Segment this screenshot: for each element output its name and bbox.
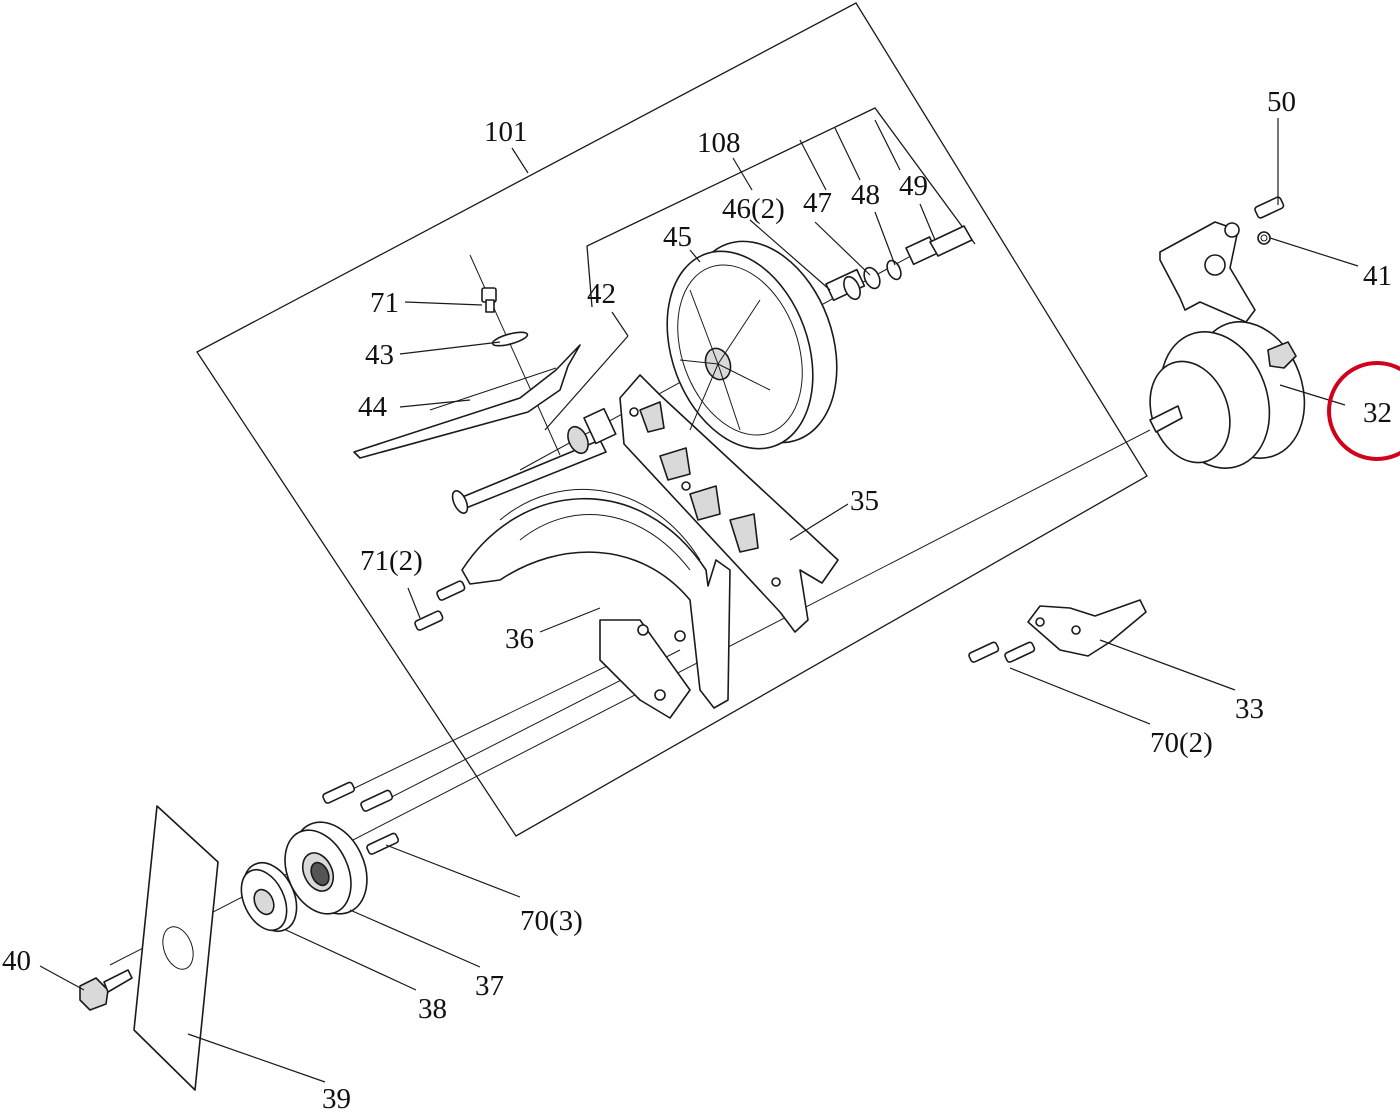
label-42: 42 [587, 278, 616, 310]
highlight-circle [1327, 361, 1400, 461]
part-41-screw [1257, 231, 1271, 245]
label-46-2: 46(2) [722, 193, 785, 225]
label-41: 41 [1363, 260, 1392, 292]
label-32: 32 [1363, 397, 1392, 429]
part-39-hole [162, 926, 194, 970]
label-48: 48 [851, 179, 880, 211]
label-35: 35 [850, 485, 879, 517]
part-46-bushing [825, 268, 866, 302]
part-71-2-screws [414, 580, 466, 631]
label-101: 101 [484, 116, 528, 148]
part-39-plate [133, 805, 219, 1091]
label-70-3: 70(3) [520, 905, 583, 937]
label-108: 108 [697, 127, 741, 159]
part-42-pivot-bolt [451, 407, 617, 514]
label-70-2: 70(2) [1150, 727, 1213, 759]
bolt-axis-line-1 [329, 649, 641, 801]
part-44-blade [353, 344, 581, 459]
label-71-2: 71(2) [360, 545, 423, 577]
label-47: 47 [803, 187, 832, 219]
part-45-wheel [666, 240, 838, 450]
part-38-spacer [240, 862, 298, 932]
part-40-flange-bolt [79, 969, 133, 1011]
part-36-guard [461, 488, 731, 719]
label-71: 71 [370, 287, 399, 319]
label-43: 43 [365, 339, 394, 371]
part-50-screw [1254, 196, 1285, 219]
leader-lines [39, 118, 1359, 1083]
part-43-washer [491, 331, 529, 347]
label-38: 38 [418, 993, 447, 1025]
part-37-roller [284, 821, 368, 915]
part-49-axle-nut [905, 225, 973, 266]
part-70-2-bolts [968, 641, 1036, 663]
label-49: 49 [899, 170, 928, 202]
assembly-bracket-108 [586, 107, 976, 308]
label-36: 36 [505, 623, 534, 655]
label-50: 50 [1267, 86, 1296, 118]
label-37: 37 [475, 970, 504, 1002]
assembly-boundary-101 [196, 2, 1148, 837]
part-48-washer [886, 259, 902, 281]
part-32-housing [1149, 221, 1306, 469]
label-44: 44 [358, 391, 388, 423]
part-33-bracket [1027, 599, 1147, 657]
label-40: 40 [2, 945, 31, 977]
part-71-screw [481, 287, 497, 313]
label-39: 39 [322, 1083, 351, 1112]
label-33: 33 [1235, 693, 1264, 725]
part-35-arm [619, 374, 839, 633]
label-45: 45 [663, 221, 692, 253]
part-70-3-bolts [322, 781, 400, 855]
